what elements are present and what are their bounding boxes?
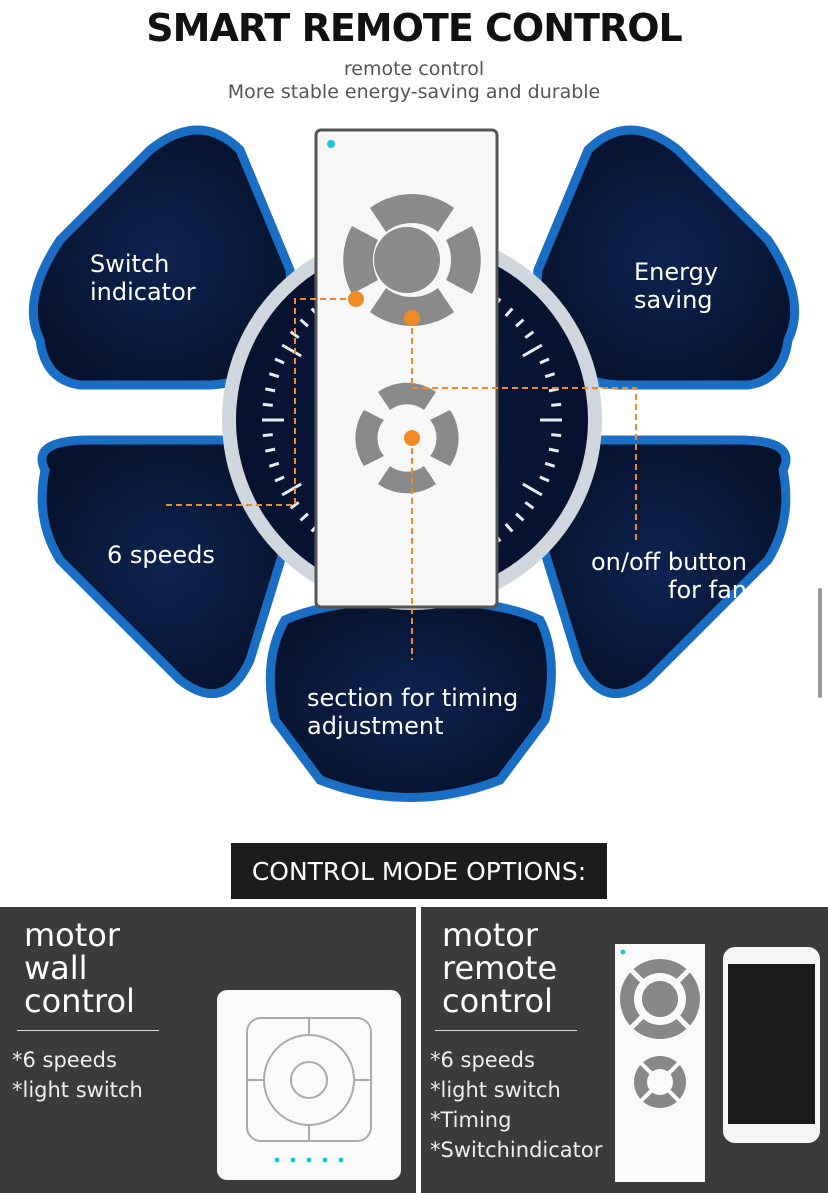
dial-tick [281,343,302,358]
dial-tick [262,402,273,407]
wall-switch-image [217,990,401,1180]
smartphone-image [723,947,820,1143]
dial-tick [504,307,514,317]
dial-tick [299,318,309,328]
dial-tick [515,318,525,328]
remote-control [314,128,499,609]
dial-tick [548,387,560,393]
dial-tick [504,523,514,533]
subtitle-tagline: More stable energy-saving and durable [227,81,601,103]
scrollbar[interactable] [818,588,822,698]
leader-lines [165,298,637,660]
page-title: SMART REMOTE CONTROL [146,6,682,50]
dial-tick [281,482,302,497]
dial-tick [544,461,556,468]
dial-tick [289,330,300,339]
label-six-speeds: 6 speeds [107,541,215,569]
dial-tick [299,512,309,522]
option-features: *6 speeds*light switch*Timing*Switchindi… [430,1048,603,1162]
dial-tick [274,357,285,365]
dial-tick [268,372,280,379]
remote-feature-diagram [28,125,800,802]
remote-image [615,944,705,1182]
dial-tick [539,475,550,483]
dial-tick [551,402,562,407]
led-indicator [327,140,335,148]
dial-tick [515,512,525,522]
dial-tick [539,357,550,365]
dial-tick [289,501,300,510]
dial-tick [264,387,276,393]
dial-tick [524,330,535,339]
petal-six-speeds [37,435,296,699]
dial-tick [262,433,273,438]
dial-tick [268,461,280,468]
bottom-dpad [355,382,459,494]
petal-energy-saving [532,125,800,390]
dial-tick [544,372,556,379]
control-mode-banner: CONTROL MODE OPTIONS: [231,843,607,899]
dial-tick [264,447,276,453]
option-features: *6 speeds*light switch [12,1048,143,1102]
dial-tick [551,433,562,438]
dial-tick [548,447,560,453]
petal-switch-indicator [28,125,296,390]
subtitle: remote control [343,58,485,80]
dial-tick [524,501,535,510]
dial-tick [274,475,285,483]
petal-onoff [532,435,791,699]
dial-tick [522,343,543,358]
dial-tick [522,482,543,497]
top-dpad [343,194,481,326]
